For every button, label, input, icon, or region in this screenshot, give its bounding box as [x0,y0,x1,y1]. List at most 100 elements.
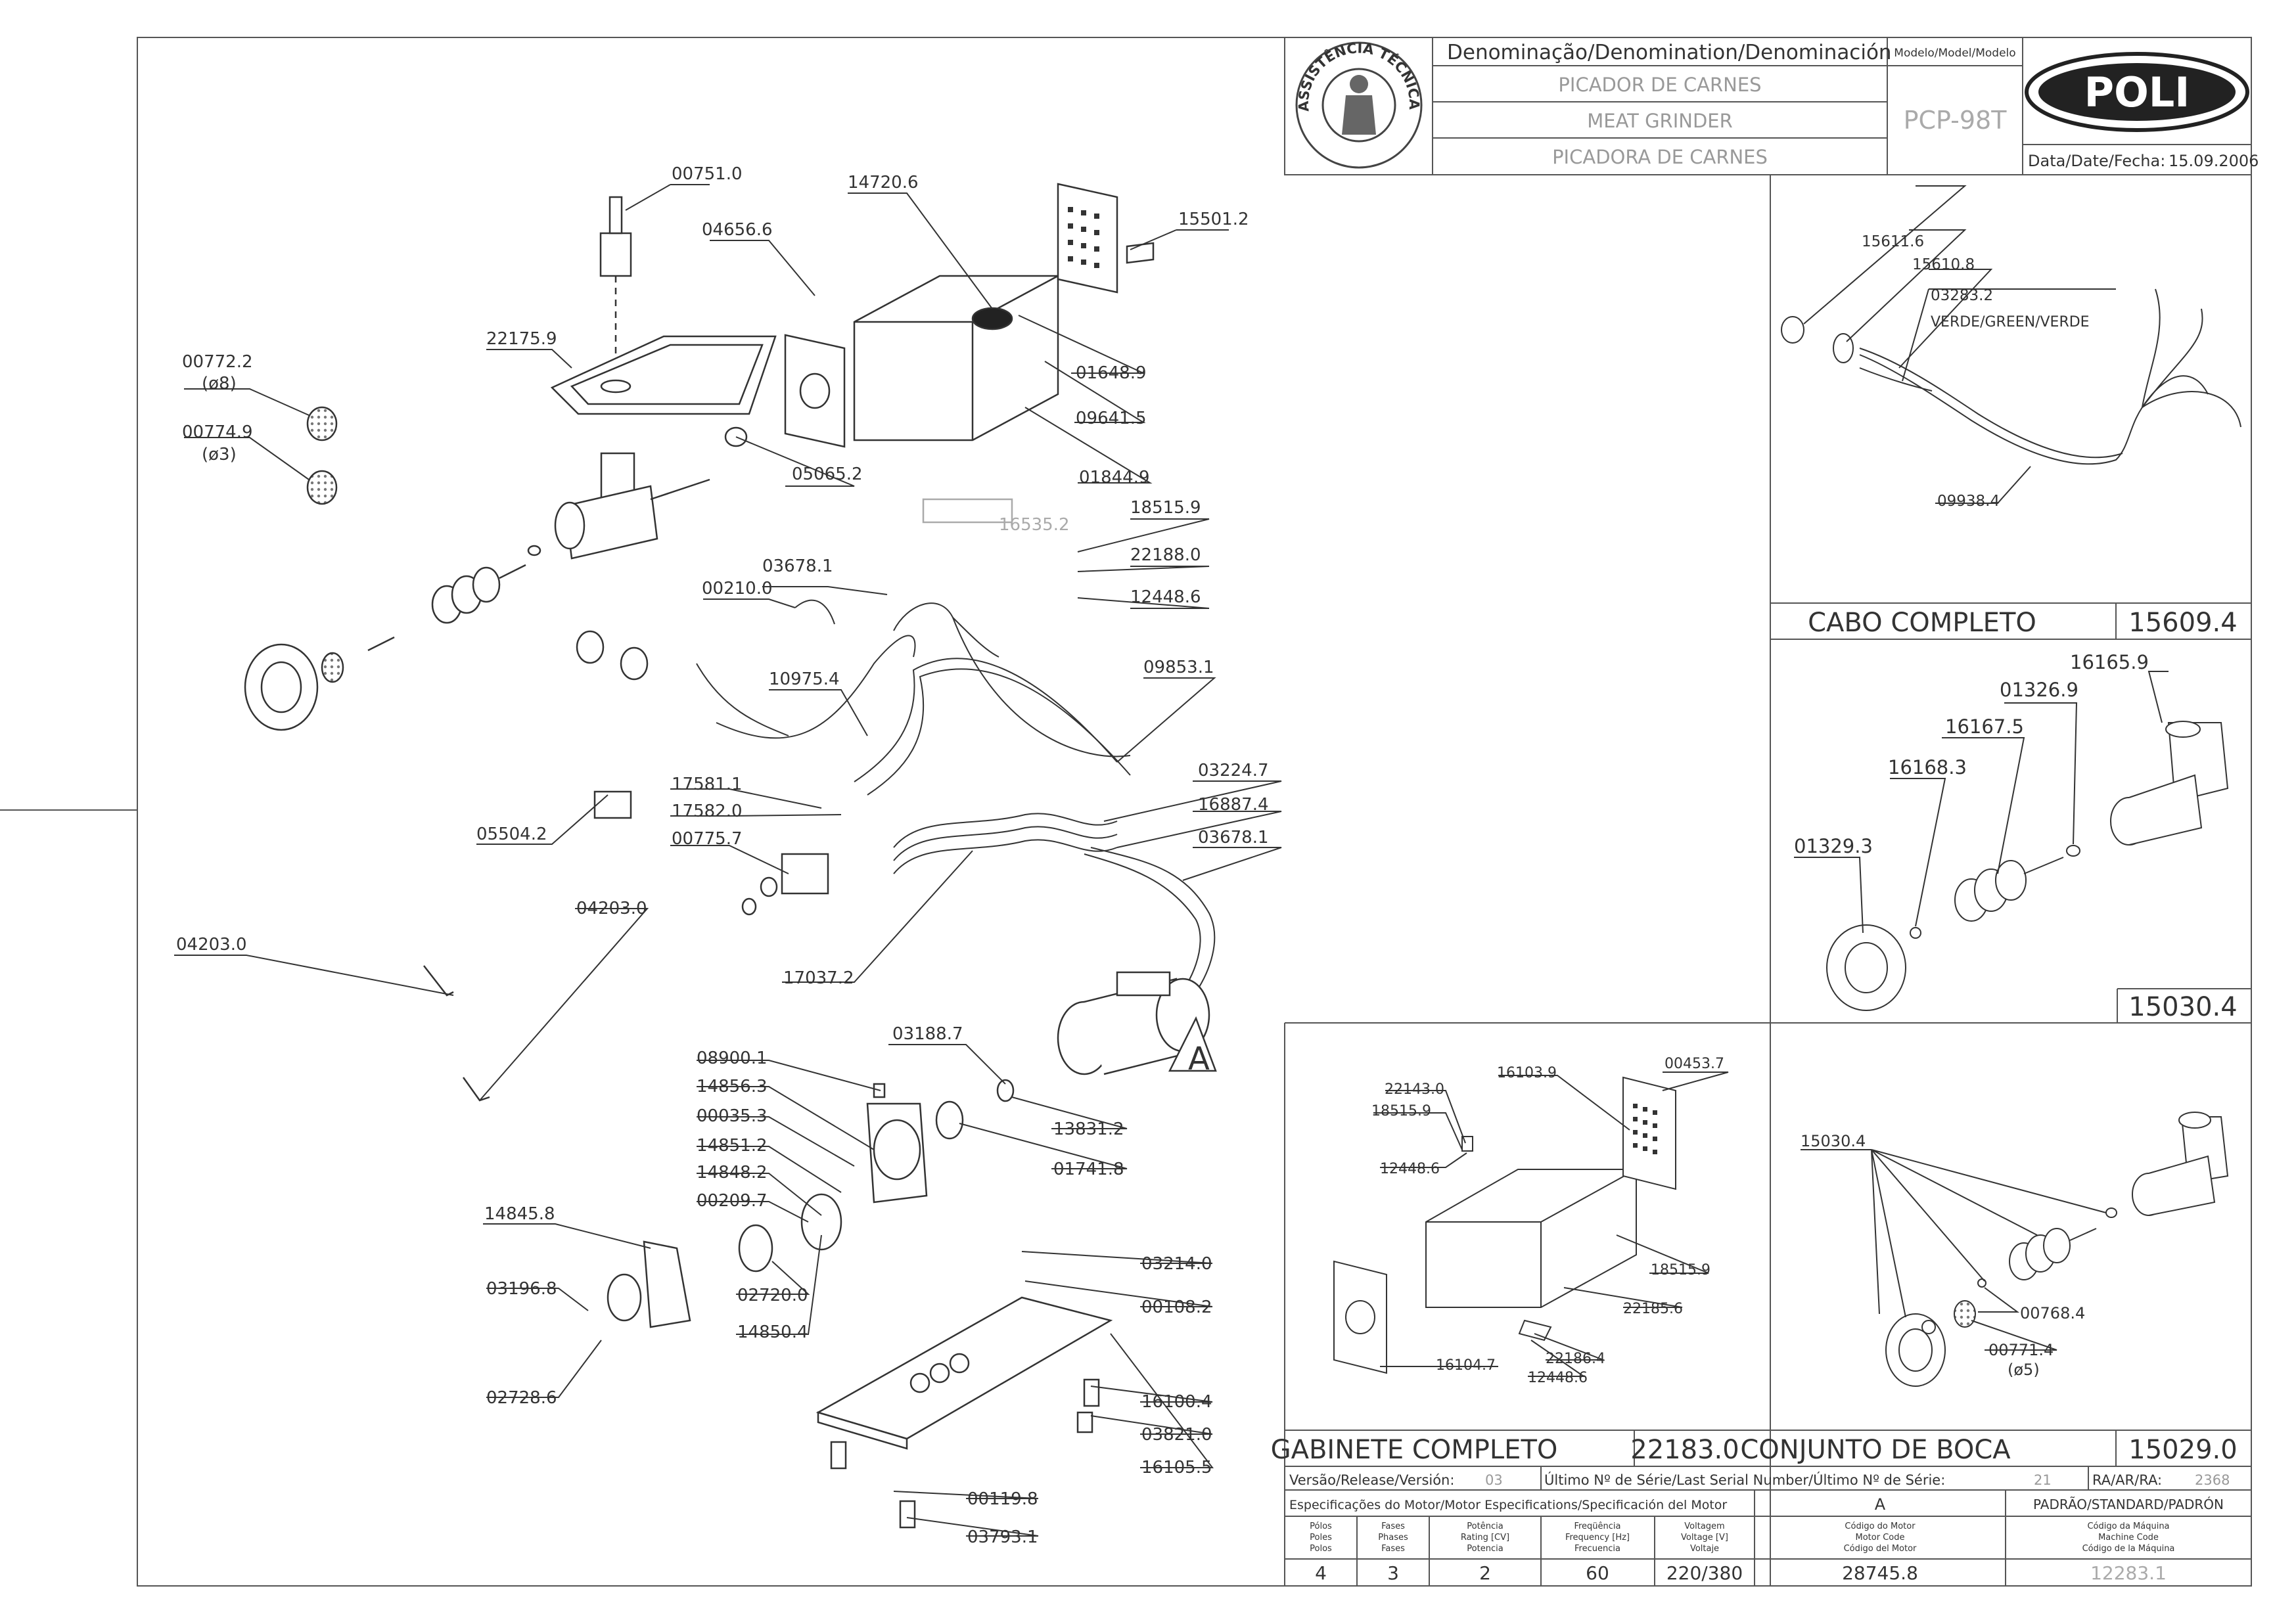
label-14850: 14850.4 [737,1322,808,1342]
label-09853: 09853.1 [1143,658,1214,677]
label-00210: 00210.0 [702,579,773,598]
cabinet [853,275,1059,441]
svg-text:3: 3 [1387,1562,1399,1584]
motor-version-mark: A [1188,1041,1210,1077]
label-03188: 03188.7 [892,1024,963,1044]
worm-screw [431,564,526,624]
label-00772-diameter: (ø8) [202,374,237,394]
svg-text:Especificações do Motor/Motor: Especificações do Motor/Motor Especifica… [1289,1498,1727,1512]
label-00771: 00771.4 [1988,1341,2054,1359]
label-15030: 15030.4 [1801,1132,1866,1150]
label-22185: 22185.6 [1623,1301,1683,1317]
svg-text:Versão/Release/Versión:: Versão/Release/Versión: [1289,1472,1454,1488]
label-14848: 14848.2 [697,1163,768,1183]
label-16104: 16104.7 [1436,1357,1496,1374]
label-22188: 22188.0 [1130,545,1201,565]
label-00035: 00035.3 [697,1106,768,1126]
label-17037: 17037.2 [783,968,854,988]
svg-text:Machine Code: Machine Code [2098,1533,2159,1543]
poli-logo: POLI [2025,52,2249,132]
label-16168: 16168.3 [1888,756,1967,778]
label-05504: 05504.2 [476,824,547,844]
denomination-header: Denominação/Denomination/Denominación [1447,41,1892,64]
svg-text:Pólos: Pólos [1310,1522,1332,1531]
label-13831: 13831.2 [1053,1119,1124,1139]
svg-text:2: 2 [1479,1562,1491,1584]
label-cable-colors: VERDE/GREEN/VERDE [1931,314,2090,330]
svg-text:Potencia: Potencia [1467,1544,1503,1554]
assembly-panel-drawing [1801,1112,2229,1387]
label-00108: 00108.2 [1141,1297,1212,1317]
svg-text:Código del Motor: Código del Motor [1844,1544,1917,1554]
label-22175: 22175.9 [486,329,557,349]
svg-text:Código do Motor: Código do Motor [1845,1522,1916,1531]
date-value: 15.09.2006 [2169,152,2259,170]
name-es: PICADORA DE CARNES [1552,146,1768,168]
label-03793: 03793.1 [967,1527,1038,1547]
label-00775: 00775.7 [672,829,743,849]
svg-text:Rating [CV]: Rating [CV] [1461,1533,1509,1543]
label-22186: 22186.4 [1546,1351,1605,1367]
seal-text: ASSISTÊNCIA TÉCNICA AUTORIZADA [0,0,1422,117]
label-14851: 14851.2 [697,1136,768,1156]
label-12448-bottom: 12448.6 [1528,1370,1588,1386]
label-09641: 09641.5 [1076,409,1147,428]
grinder-body [554,452,710,560]
base-plate [815,1296,1113,1529]
label-00771-diameter: (ø5) [2008,1361,2040,1379]
svg-text:PADRÃO/STANDARD/PADRÓN: PADRÃO/STANDARD/PADRÓN [2033,1497,2224,1512]
svg-text:60: 60 [1586,1562,1609,1584]
label-15501: 15501.2 [1178,210,1249,229]
label-12448: 12448.6 [1130,587,1201,607]
cable-bundle [696,599,1216,999]
cabinet-panel-code: 22183.0 [1630,1435,1739,1465]
svg-text:12283.1: 12283.1 [2090,1562,2167,1584]
mouth-panel-drawing [1794,671,2229,1011]
label-22143: 22143.0 [1385,1081,1444,1098]
label-02720: 02720.0 [737,1286,808,1305]
label-00772: 00772.2 [182,352,253,372]
tray-part [550,335,777,415]
label-08900: 08900.1 [697,1049,768,1068]
svg-text:28745.8: 28745.8 [1842,1562,1918,1584]
svg-text:Frecuencia: Frecuencia [1574,1544,1620,1554]
svg-text:Freqüência: Freqüência [1574,1522,1620,1531]
ring-nut [244,643,319,731]
label-14856: 14856.3 [697,1077,768,1096]
logo-text: POLI [2084,68,2190,116]
pusher-part [599,196,632,368]
label-10975: 10975.4 [769,669,840,689]
label-04656: 04656.6 [702,220,773,240]
label-04203-left: 04203.0 [176,935,247,955]
svg-text:21: 21 [2034,1472,2052,1488]
label-00209: 00209.7 [697,1191,768,1211]
svg-text:Potência: Potência [1467,1522,1503,1531]
label-00768: 00768.4 [2020,1304,2085,1322]
label-12448-top: 12448.6 [1380,1161,1440,1177]
label-00119: 00119.8 [967,1489,1038,1509]
svg-text:2368: 2368 [2195,1472,2230,1488]
label-03224: 03224.7 [1198,761,1269,780]
svg-text:4: 4 [1315,1562,1327,1584]
name-pt: PICADOR DE CARNES [1558,74,1761,96]
label-00453: 00453.7 [1665,1056,1724,1072]
label-15610: 15610.8 [1912,256,1975,273]
cabinet-panel-labels: 16103.9 00453.7 22143.0 18515.9 12448.6 … [1371,1056,1724,1386]
label-18515: 18515.9 [1130,498,1201,518]
label-01326: 01326.9 [2000,679,2078,701]
main-part-labels: 00751.0 14720.6 15501.2 04656.6 22175.9 … [176,164,1269,1547]
label-01648: 01648.9 [1076,363,1147,383]
cable-panel-code: 15609.4 [2128,608,2237,638]
label-16103: 16103.9 [1497,1065,1557,1081]
assembly-panel-code: 15029.0 [2128,1435,2237,1465]
label-14845: 14845.8 [484,1204,555,1224]
bottom-table: Versão/Release/Versión: 03 Último Nº de … [1289,1472,2230,1584]
date-label: Data/Date/Fecha: [2028,152,2165,170]
label-05065: 05065.2 [792,464,863,484]
svg-text:Frequency [Hz]: Frequency [Hz] [1565,1533,1630,1543]
svg-text:Voltaje: Voltaje [1690,1544,1719,1554]
cabinet-panel-drawing [1333,1071,1729,1377]
svg-text:Motor Code: Motor Code [1856,1533,1905,1543]
label-00774-diameter: (ø3) [202,445,237,464]
label-18515-top: 18515.9 [1371,1103,1431,1119]
